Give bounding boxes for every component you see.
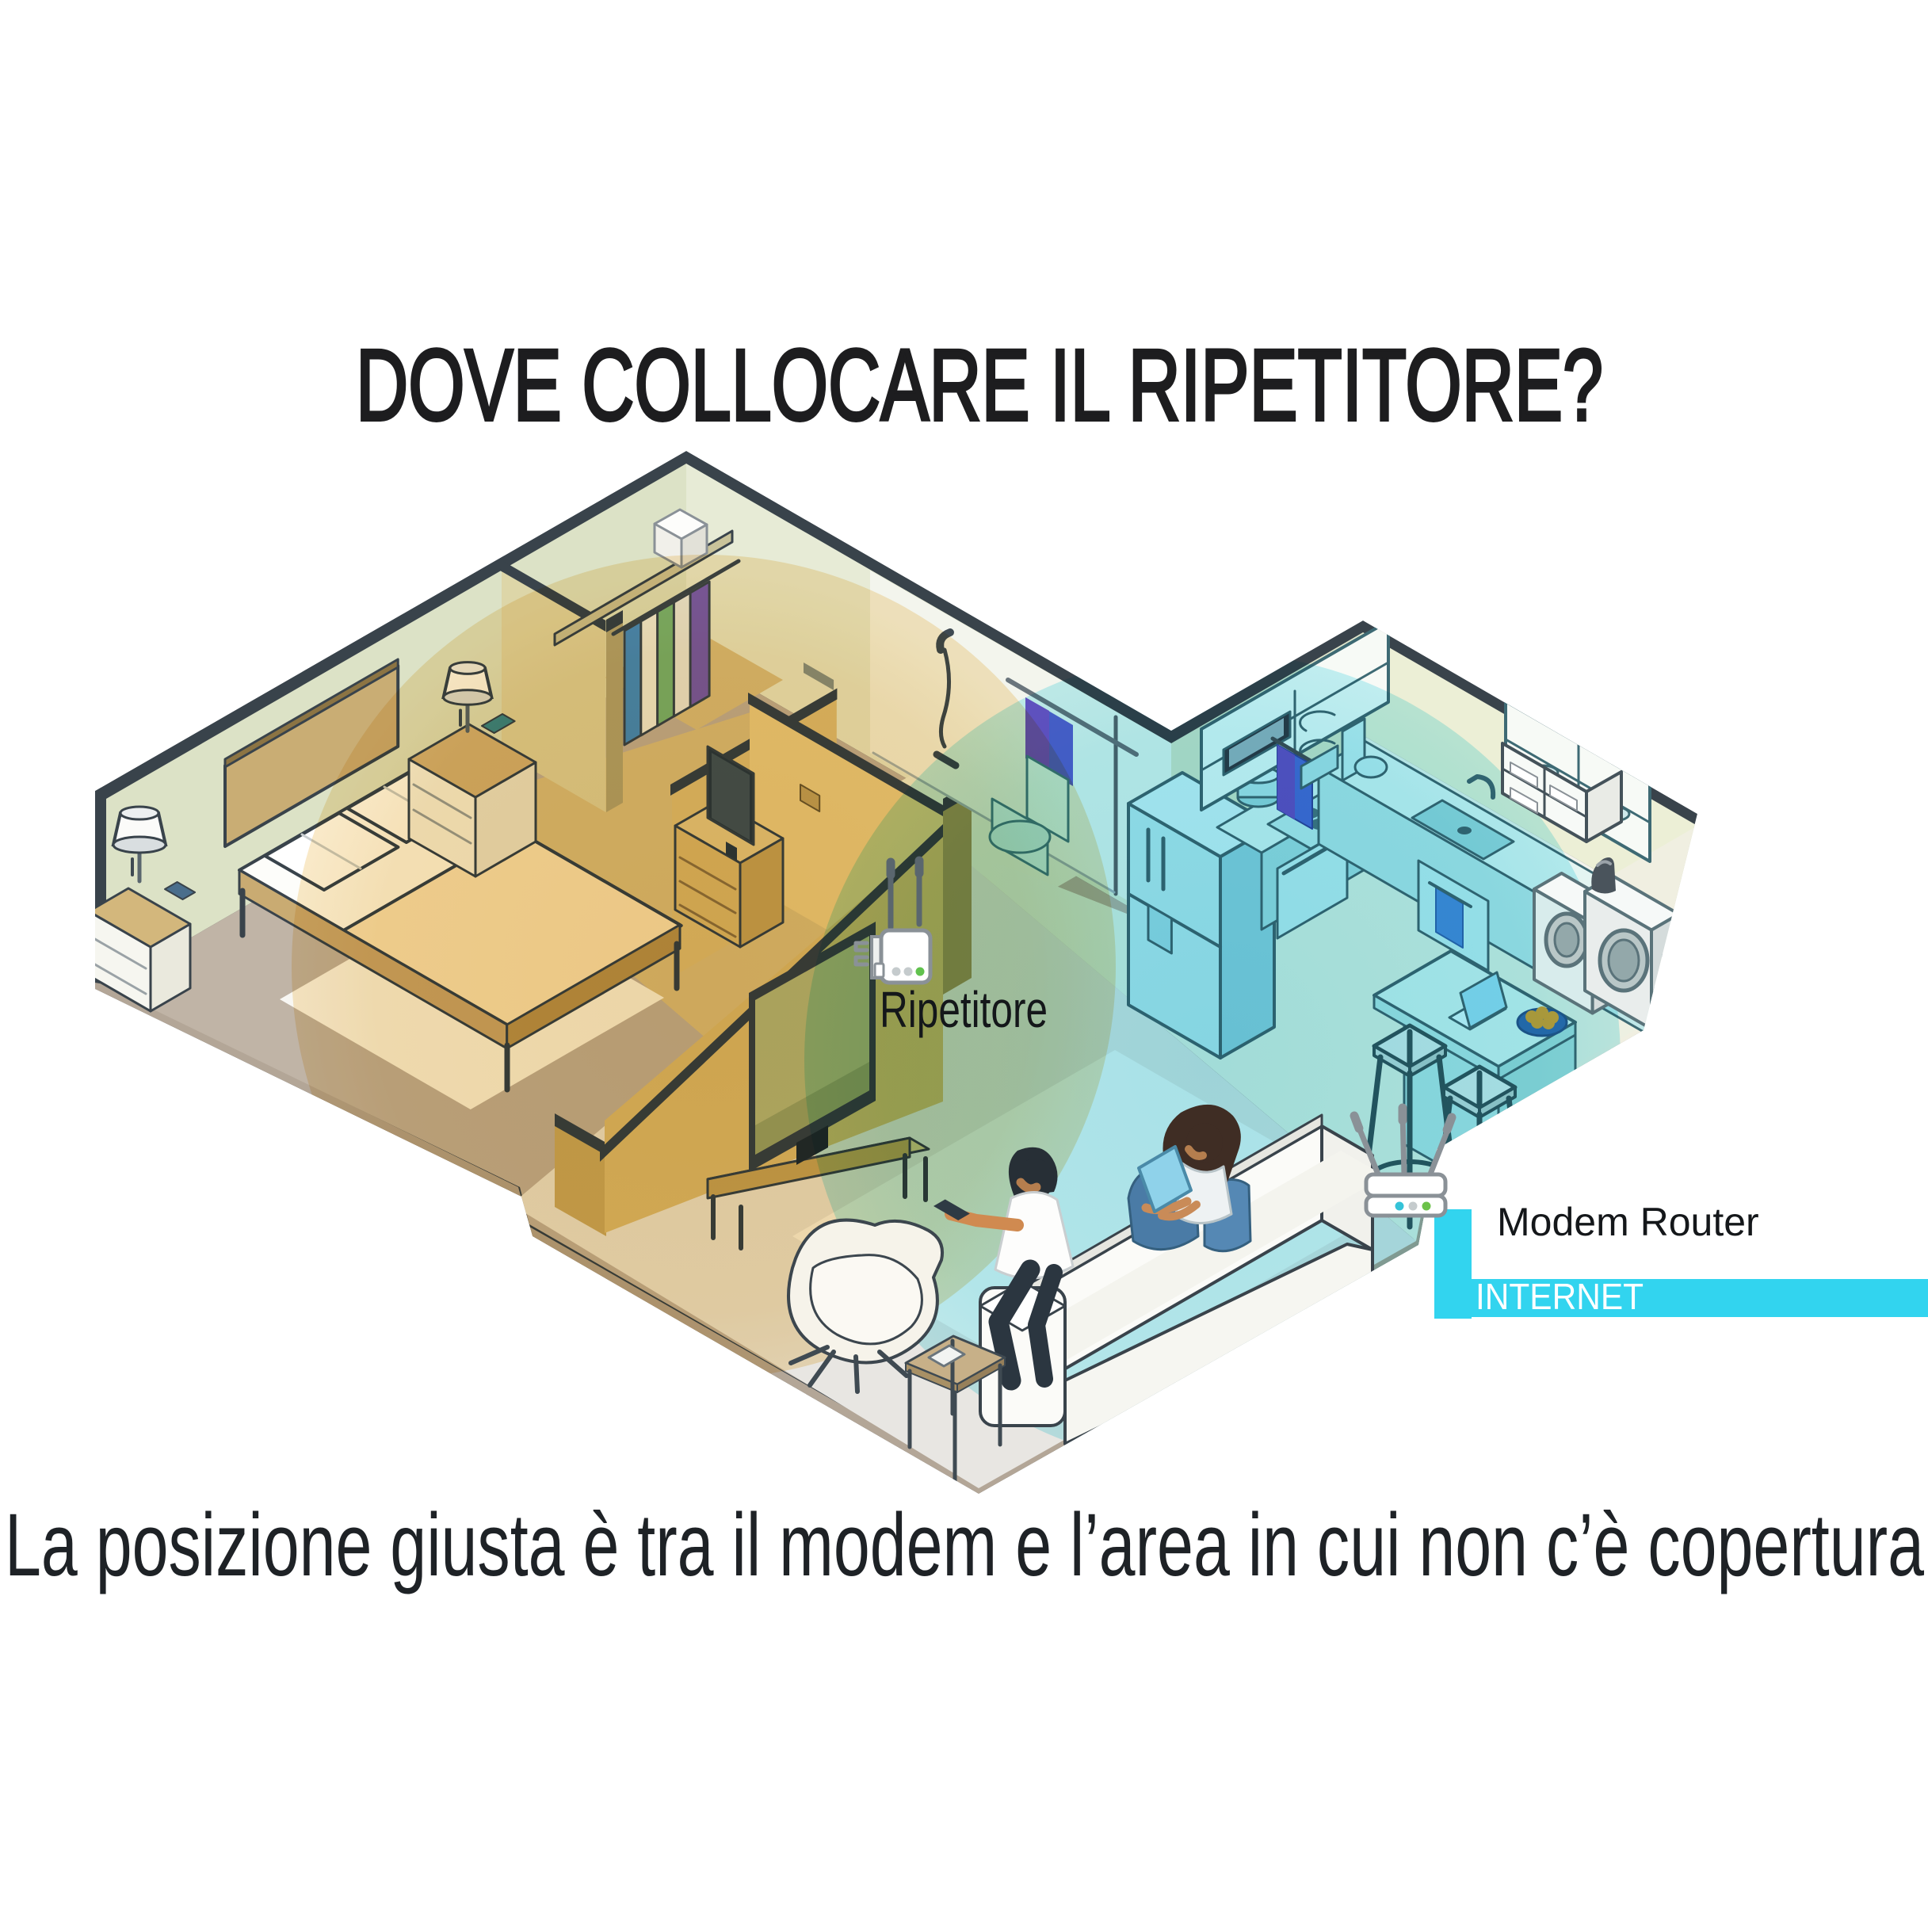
- svg-text:La posizione giusta è tra il m: La posizione giusta è tra il modem e l’a…: [5, 1495, 1925, 1594]
- svg-text:Ripetitore: Ripetitore: [880, 981, 1048, 1038]
- svg-text:INTERNET: INTERNET: [1476, 1276, 1644, 1317]
- svg-text:Modem Router: Modem Router: [1497, 1200, 1759, 1244]
- svg-text:DOVE COLLOCARE IL RIPETITORE?: DOVE COLLOCARE IL RIPETITORE?: [356, 329, 1603, 442]
